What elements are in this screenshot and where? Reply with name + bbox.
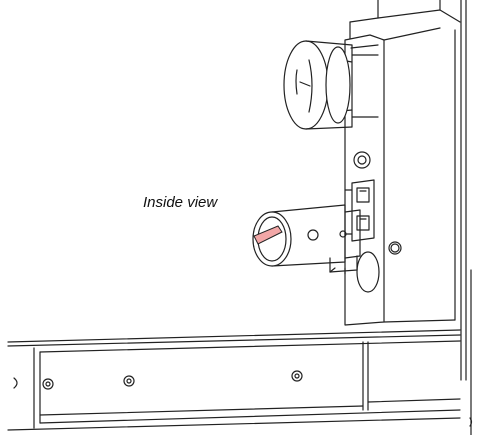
drawing-lines	[7, 0, 473, 435]
rail-screws	[42, 370, 303, 390]
inside-view-cylinder	[252, 204, 380, 293]
knob	[353, 151, 371, 169]
highlighted-part	[253, 225, 283, 245]
inside-view-label: Inside view	[143, 194, 218, 211]
switch-block	[344, 179, 375, 242]
top-connector-reel	[283, 40, 379, 130]
right-frame-post	[460, 0, 473, 435]
horizontal-rail	[7, 329, 461, 431]
cabinet-box	[344, 0, 461, 326]
